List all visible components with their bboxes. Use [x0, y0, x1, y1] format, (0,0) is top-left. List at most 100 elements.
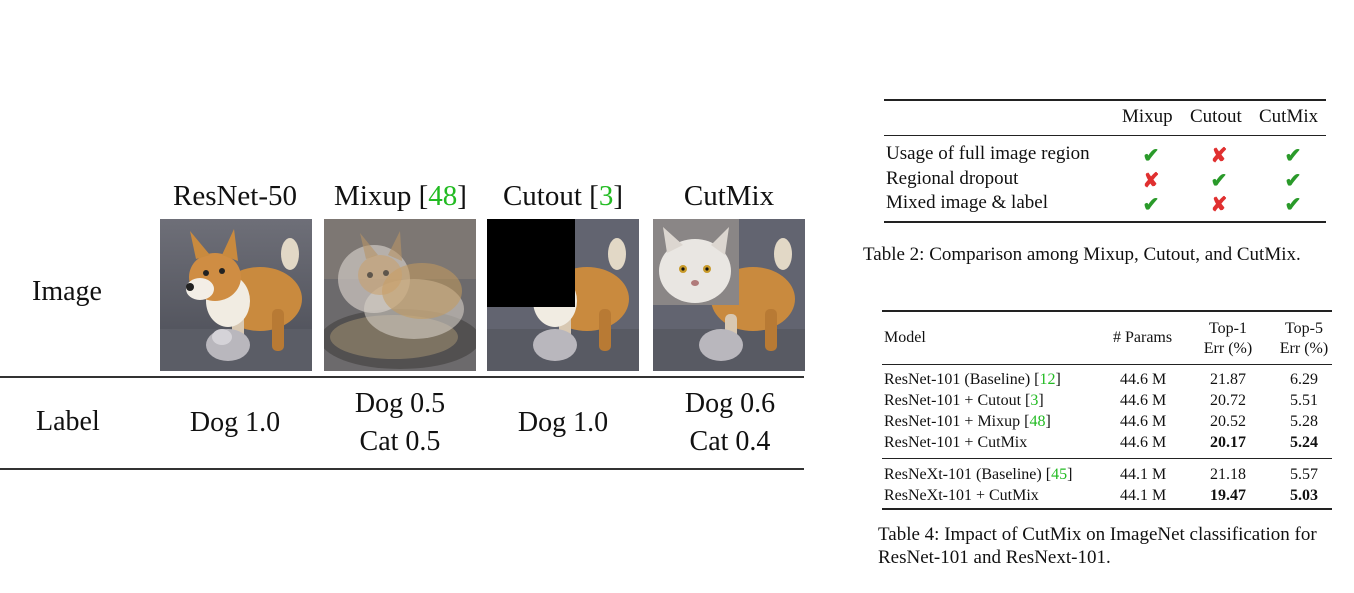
citation-link[interactable]: 48	[428, 180, 458, 212]
top1-cell-best: 19.47	[1210, 487, 1246, 504]
model-name: ResNet-101 + Cutout [	[884, 392, 1031, 409]
figure-rule-mid	[0, 376, 804, 378]
column-header-mixup: Mixup [48]	[318, 180, 483, 213]
top5-cell: 5.51	[1290, 392, 1318, 409]
dog-photo-illustration	[160, 219, 312, 371]
bracket: ]	[613, 180, 624, 212]
bracket: ]	[1067, 466, 1073, 483]
params-cell: 44.1 M	[1120, 487, 1167, 504]
table-row: ResNeXt-101 + CutMix	[884, 487, 1039, 505]
citation-link[interactable]: 48	[1029, 413, 1046, 430]
model-name: ResNet-101 + CutMix	[884, 434, 1028, 451]
table4-header-rule	[882, 364, 1332, 365]
table-row: ResNet-101 (Baseline) [12]	[884, 371, 1061, 389]
cutout-photo-illustration	[487, 219, 639, 371]
label-line: Cat 0.5	[359, 426, 441, 457]
column-header-cutout: Cutout [3]	[487, 180, 639, 213]
table2-header-mixup: Mixup	[1122, 106, 1173, 127]
top1-cell: 20.72	[1210, 392, 1246, 409]
header-line: Err (%)	[1279, 340, 1329, 357]
cross-icon: ✘	[1210, 145, 1228, 167]
table4-header-top5: Top-5 Err (%)	[1272, 319, 1336, 359]
column-header-text: ResNet-50	[172, 180, 298, 212]
label-line: Dog 0.5	[354, 388, 446, 419]
table4-caption: Table 4: Impact of CutMix on ImageNet cl…	[878, 523, 1348, 569]
bracket: ]	[1055, 371, 1061, 388]
table4-top-rule	[882, 310, 1332, 312]
table-row: ResNet-101 + Cutout [3]	[884, 392, 1044, 410]
cutmix-image	[653, 219, 805, 371]
model-name: ResNeXt-101 + CutMix	[884, 487, 1039, 504]
check-icon: ✔	[1284, 145, 1302, 167]
label-line: Dog 1.0	[517, 407, 609, 438]
column-header-text: CutMix	[683, 180, 775, 212]
top5-cell: 6.29	[1290, 371, 1318, 388]
row-label-image: Image	[32, 276, 102, 307]
check-icon: ✔	[1142, 145, 1160, 167]
column-header-resnet50: ResNet-50	[160, 180, 310, 213]
params-cell: 44.6 M	[1120, 371, 1167, 388]
label-line: Dog 1.0	[189, 407, 281, 438]
table4-header-top1: Top-1 Err (%)	[1196, 319, 1260, 359]
table2-row-label: Mixed image & label	[886, 192, 1048, 213]
column-header-cutmix: CutMix	[653, 180, 805, 213]
table4-bottom-rule	[882, 508, 1332, 510]
header-line: Err (%)	[1203, 340, 1253, 357]
figure-rule-bottom	[0, 468, 804, 470]
top5-cell-best: 5.24	[1290, 434, 1318, 451]
params-cell: 44.6 M	[1120, 413, 1167, 430]
params-cell: 44.6 M	[1120, 434, 1167, 451]
check-icon: ✔	[1284, 170, 1302, 192]
table2-row-label: Regional dropout	[886, 168, 1019, 189]
mixup-photo-illustration	[324, 219, 476, 371]
model-name: ResNet-101 + Mixup [	[884, 413, 1030, 430]
table-row: ResNet-101 + CutMix	[884, 434, 1027, 452]
model-name: ResNeXt-101 (Baseline) [	[884, 466, 1052, 483]
mixup-image	[324, 219, 476, 371]
table4-group-rule	[882, 458, 1332, 459]
table2-caption: Table 2: Comparison among Mixup, Cutout,…	[863, 244, 1301, 265]
table4-header-model: Model	[884, 329, 926, 346]
citation-link[interactable]: 45	[1051, 466, 1068, 483]
top1-cell: 21.18	[1210, 466, 1246, 483]
column-header-text: Cutout [	[502, 180, 599, 212]
table2-top-rule	[884, 99, 1326, 101]
top5-cell-best: 5.03	[1290, 487, 1318, 504]
header-line: Top-5	[1285, 320, 1323, 337]
check-icon: ✔	[1284, 194, 1302, 216]
top1-cell: 20.52	[1210, 413, 1246, 430]
check-icon: ✔	[1142, 194, 1160, 216]
bracket: ]	[1038, 392, 1044, 409]
table4-header-params: # Params	[1113, 329, 1173, 346]
top5-cell: 5.57	[1290, 466, 1318, 483]
table2-header-cutout: Cutout	[1190, 106, 1242, 127]
cutmix-photo-illustration	[653, 219, 805, 371]
params-cell: 44.1 M	[1120, 466, 1167, 483]
label-mixup: Dog 0.5 Cat 0.5	[320, 385, 480, 461]
citation-link[interactable]: 3	[598, 180, 614, 212]
cross-icon: ✘	[1210, 194, 1228, 216]
table-row: ResNeXt-101 (Baseline) [45]	[884, 466, 1072, 484]
table2-bottom-rule	[884, 221, 1326, 223]
top1-cell: 21.87	[1210, 371, 1246, 388]
header-line: Top-1	[1209, 320, 1247, 337]
check-icon: ✔	[1210, 170, 1228, 192]
citation-link[interactable]: 12	[1039, 371, 1056, 388]
table-row: ResNet-101 + Mixup [48]	[884, 413, 1051, 431]
label-line: Cat 0.4	[689, 426, 771, 457]
label-resnet50: Dog 1.0	[160, 404, 310, 442]
label-cutmix: Dog 0.6 Cat 0.4	[650, 385, 810, 461]
bracket: ]	[457, 180, 467, 212]
table2-mid-rule	[884, 135, 1326, 136]
caption-line: Table 4: Impact of CutMix on ImageNet cl…	[878, 524, 1317, 545]
cutout-image	[487, 219, 639, 371]
bracket: ]	[1045, 413, 1051, 430]
row-label-label: Label	[36, 406, 100, 437]
top1-cell-best: 20.17	[1210, 434, 1246, 451]
label-line: Dog 0.6	[684, 388, 776, 419]
model-name: ResNet-101 (Baseline) [	[884, 371, 1040, 388]
params-cell: 44.6 M	[1120, 392, 1167, 409]
citation-link[interactable]: 3	[1030, 392, 1039, 409]
column-header-text: Mixup [	[334, 180, 429, 212]
dog-image	[160, 219, 312, 371]
